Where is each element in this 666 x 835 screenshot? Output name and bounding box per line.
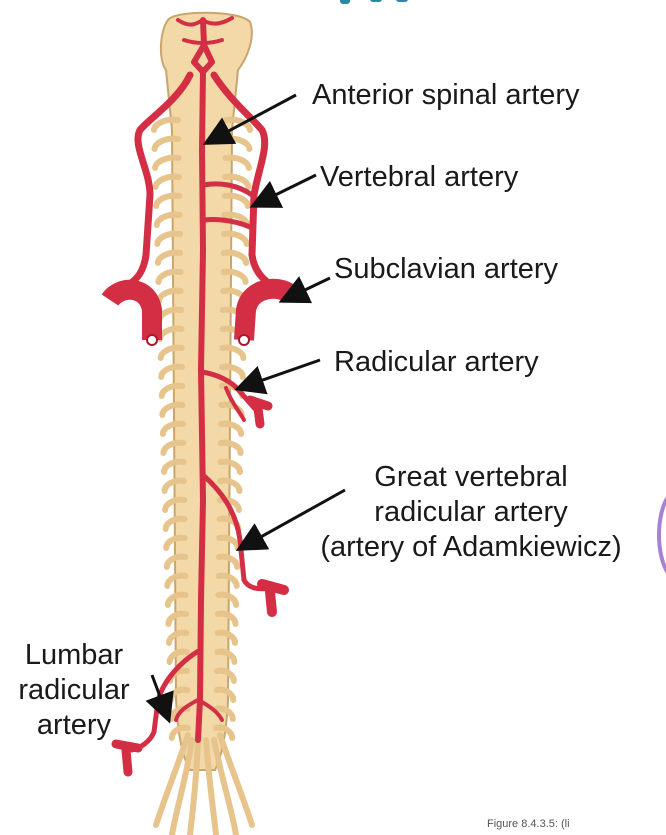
right-subclavian-artery-vessel xyxy=(244,289,292,340)
arrow-radicular xyxy=(240,360,320,388)
label-great-vertebral-radicular-artery: Great vertebral radicular artery (artery… xyxy=(286,460,656,565)
label-lumbar-radicular-artery: Lumbar radicular artery xyxy=(4,638,144,743)
label-vertebral-artery: Vertebral artery xyxy=(320,160,518,195)
label-line: Great vertebral xyxy=(286,460,656,495)
label-subclavian-artery: Subclavian artery xyxy=(334,252,558,287)
left-subclavian-artery-vessel xyxy=(110,290,152,340)
label-line: radicular artery xyxy=(286,495,656,530)
figure-reference: Figure 8.4.3.5: (li xyxy=(487,818,570,830)
cropped-heading-decoration xyxy=(330,0,480,6)
arrow-vertebral xyxy=(255,175,316,205)
label-line: radicular xyxy=(4,673,144,708)
cauda-equina xyxy=(156,735,252,835)
label-line: artery xyxy=(4,708,144,743)
label-radicular-artery: Radicular artery xyxy=(334,345,539,380)
label-line: (artery of Adamkiewicz) xyxy=(286,530,656,565)
label-anterior-spinal-artery: Anterior spinal artery xyxy=(312,78,580,113)
label-line: Lumbar xyxy=(4,638,144,673)
